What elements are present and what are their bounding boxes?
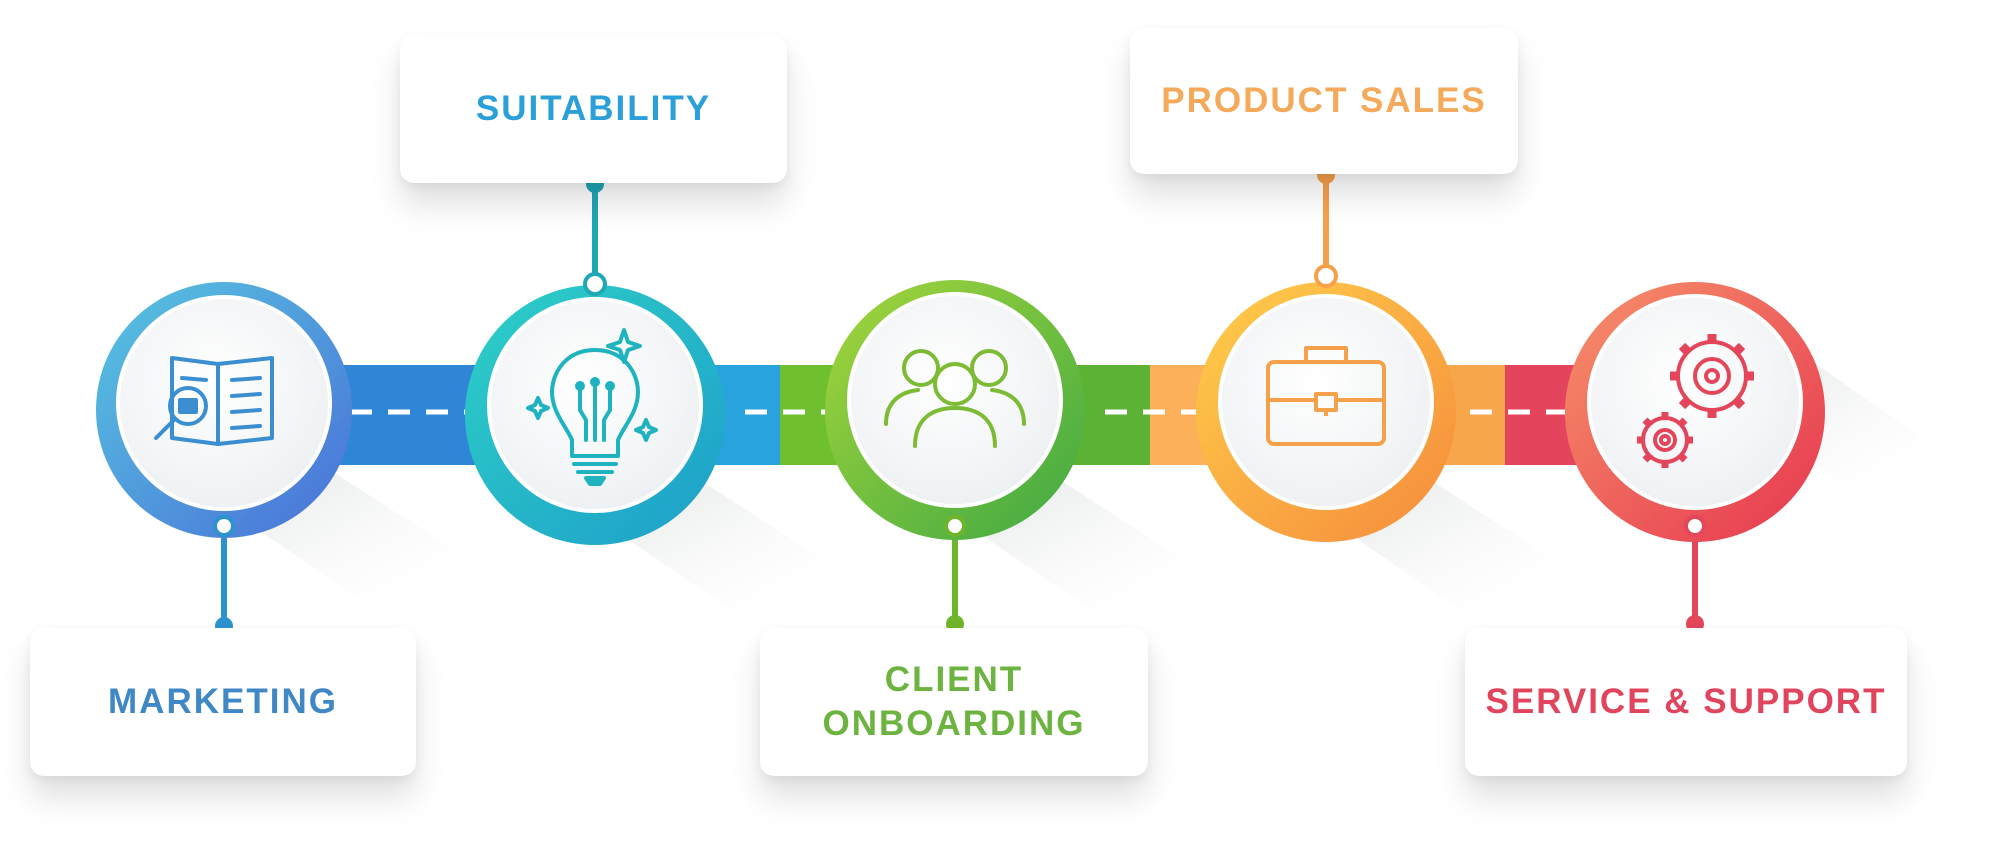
step-circle-service-support — [1565, 282, 1825, 542]
label-card-marketing: MARKETING — [30, 628, 416, 776]
step-label-product-sales: PRODUCT SALES — [1161, 81, 1487, 120]
step-label-service-support: SERVICE & SUPPORT — [1485, 682, 1887, 721]
people-group-icon — [884, 349, 1026, 448]
lightbulb-icon — [526, 328, 658, 486]
label-card-service-support: SERVICE & SUPPORT — [1465, 628, 1907, 776]
step-label-marketing: MARKETING — [108, 682, 338, 721]
briefcase-icon — [1266, 346, 1386, 446]
label-card-product-sales: PRODUCT SALES — [1130, 28, 1518, 174]
step-circle-product-sales — [1196, 264, 1456, 542]
label-card-suitability: SUITABILITY — [400, 35, 787, 183]
step-circle-marketing — [96, 282, 352, 538]
step-circle-client-onboarding — [825, 280, 1085, 540]
step-label-client-onboarding: CLIENT ONBOARDING — [822, 660, 1086, 743]
open-book-magnifier-icon — [154, 356, 274, 446]
gears-icon — [1637, 334, 1754, 468]
step-label-suitability: SUITABILITY — [475, 89, 712, 128]
label-card-client-onboarding: CLIENT ONBOARDING — [760, 628, 1148, 776]
